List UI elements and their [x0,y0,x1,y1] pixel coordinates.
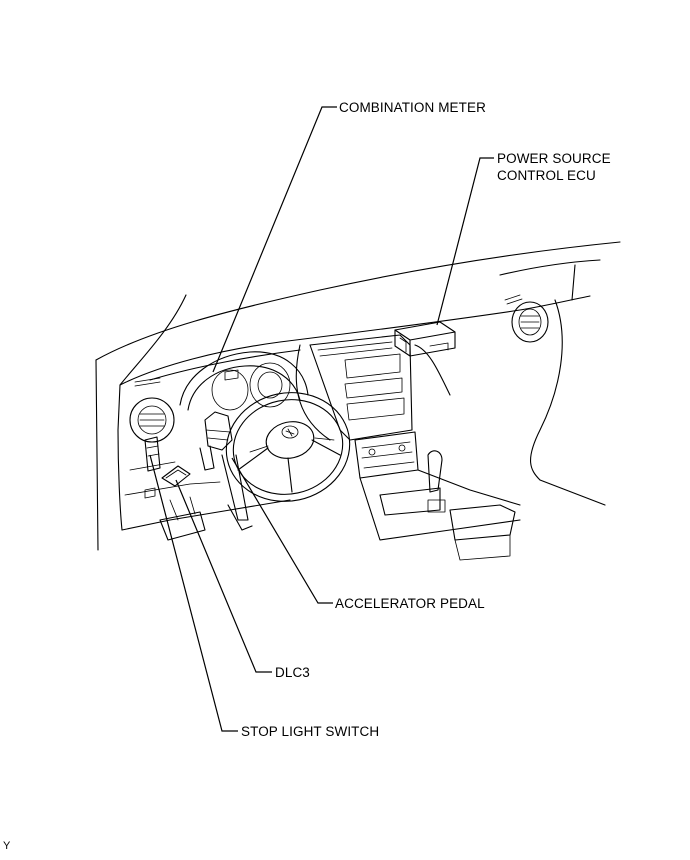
brake-pedal [159,496,206,541]
label-accelerator-pedal: ACCELERATOR PEDAL [335,596,485,611]
center-console [309,334,521,561]
leader-stop-light-switch [149,454,238,732]
right-vent [504,294,549,343]
dashboard-outline [95,241,621,551]
left-vent [129,377,175,443]
leader-accelerator-pedal [231,457,333,604]
power-source-ecu-box [394,321,456,357]
label-power-source-line2: CONTROL ECU [497,168,596,183]
lower-panel [124,461,221,499]
combination-meter-cluster [179,351,309,411]
label-combination-meter: COMBINATION METER [339,100,486,115]
label-dlc3: DLC3 [275,665,310,680]
stop-light-switch-part [144,436,161,472]
steering-wheel [225,392,351,502]
leader-power-source-ecu [436,157,494,326]
leader-lines [149,106,494,732]
leader-combination-meter [212,106,337,373]
steering-column [199,411,253,531]
leader-dlc3 [175,479,272,673]
label-stop-light-switch: STOP LIGHT SWITCH [241,724,380,739]
label-power-source-line1: POWER SOURCE [497,151,611,166]
dlc3-part [161,465,191,487]
figure-code: Y [3,840,11,852]
